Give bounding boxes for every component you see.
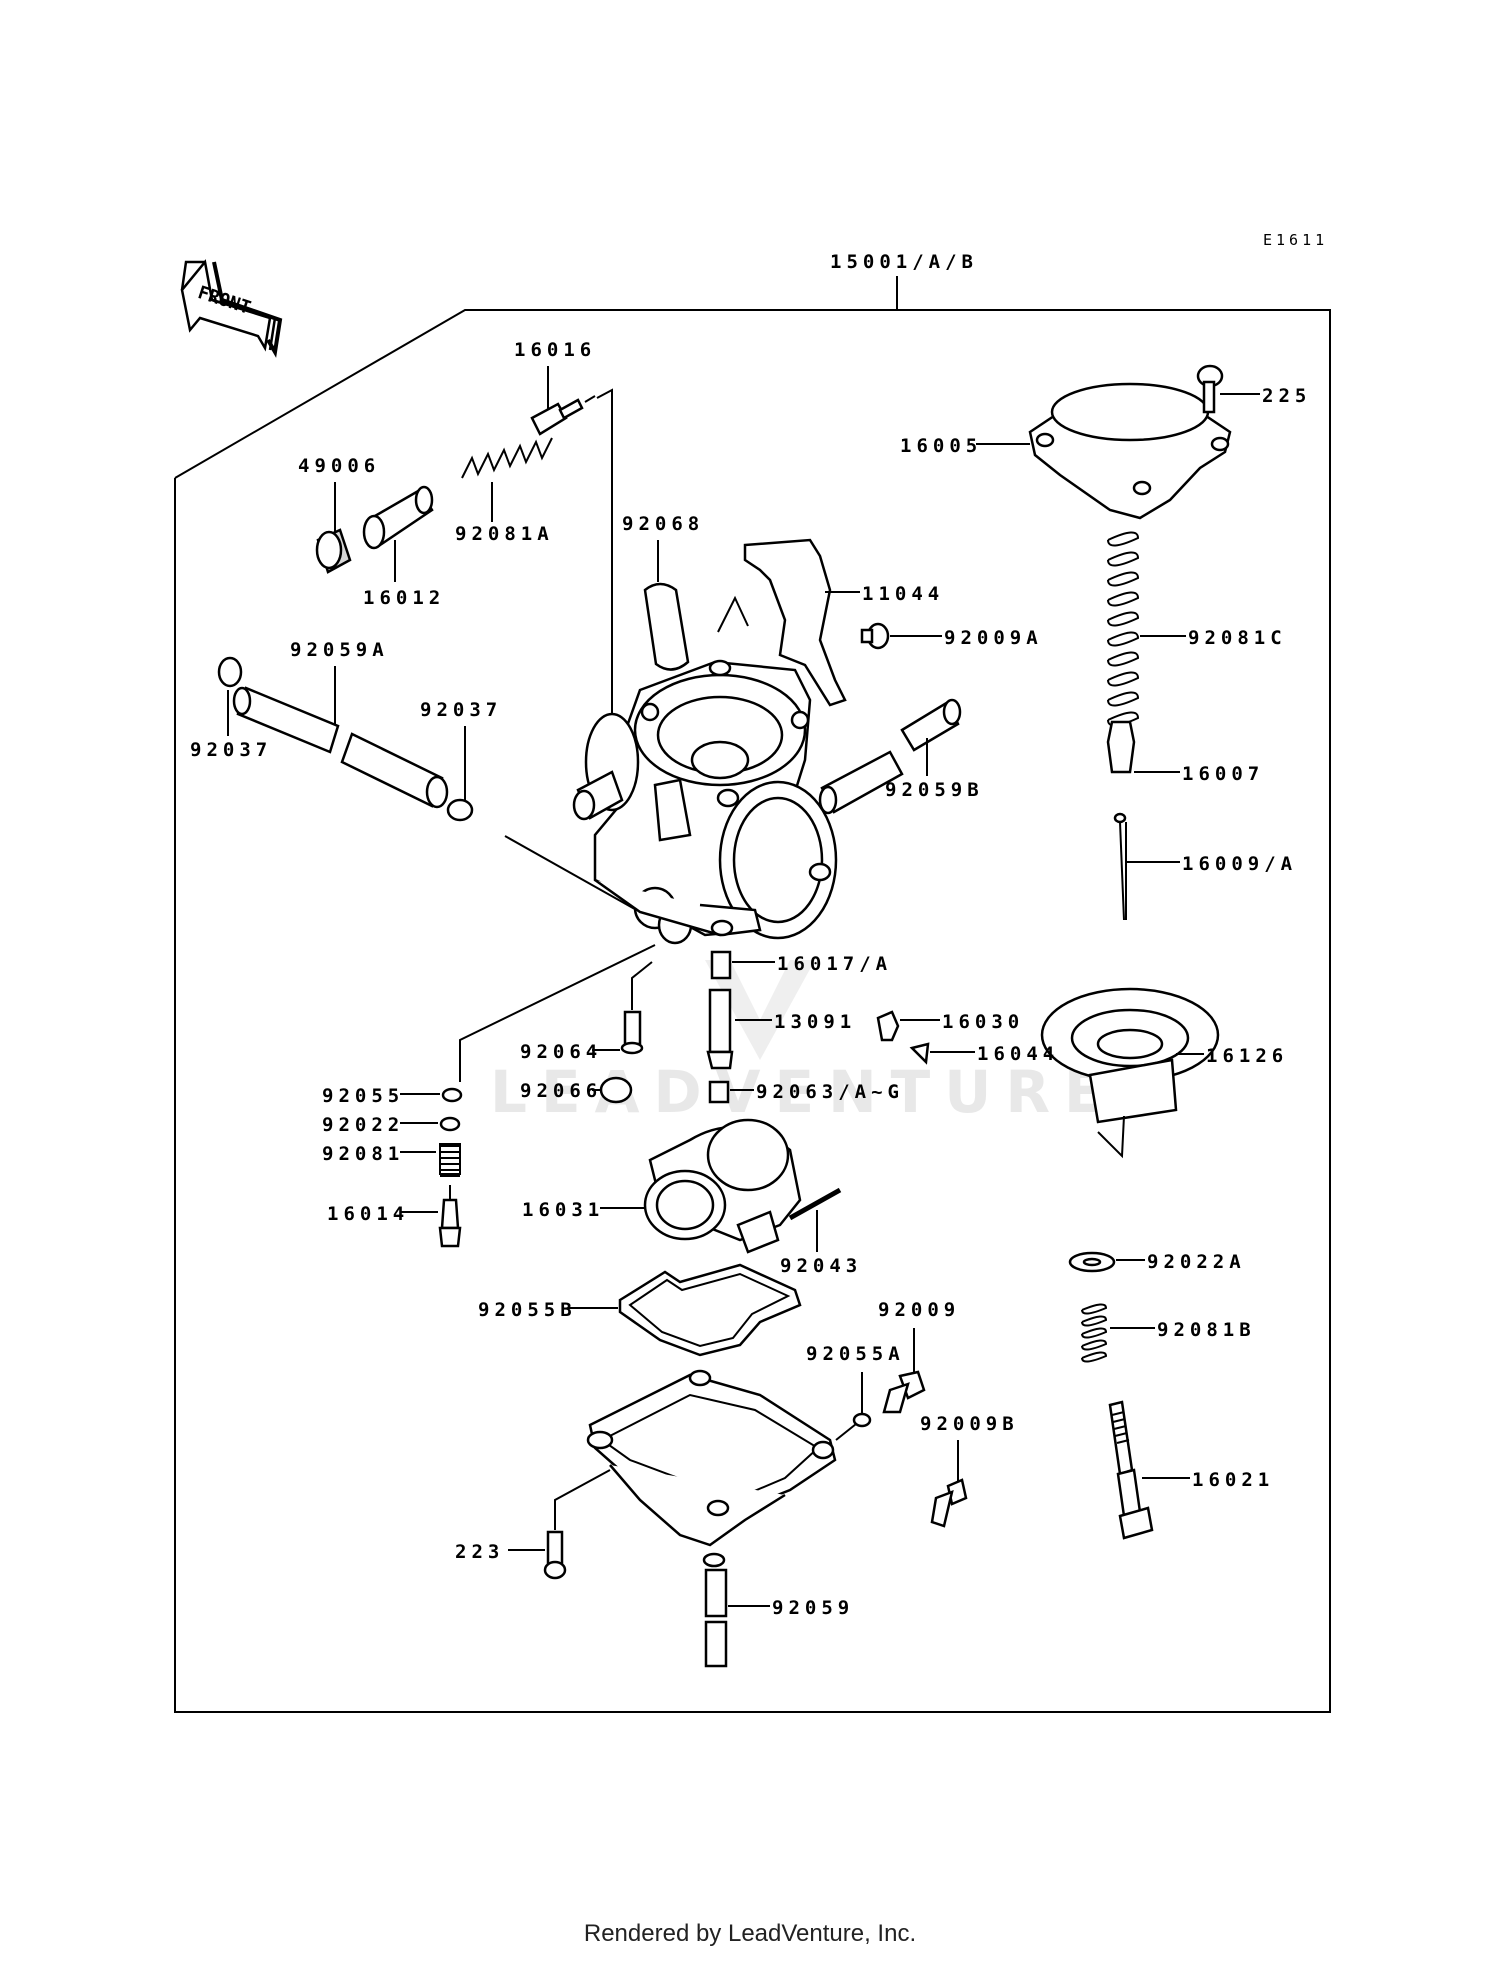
label-225: 225 [1262, 385, 1311, 407]
label-16009a: 16009/A [1182, 853, 1297, 875]
part-92063ag: 92063/A~G [708, 1080, 904, 1104]
label-223: 223 [455, 1541, 504, 1563]
label-11044: 11044 [862, 583, 944, 605]
part-92081c: 92081C [1107, 531, 1287, 727]
part-16007: 16007 [1106, 720, 1264, 785]
label-92059: 92059 [772, 1597, 854, 1619]
part-49006: 49006 [298, 455, 380, 574]
label-92063ag: 92063/A~G [756, 1081, 904, 1103]
label-92081c: 92081C [1188, 627, 1287, 649]
label-16016: 16016 [514, 339, 596, 361]
label-16031: 16031 [522, 1199, 604, 1221]
part-225: 225 [1196, 364, 1311, 414]
part-92037-right: 92037 [420, 699, 502, 822]
label-49006: 49006 [298, 455, 380, 477]
part-92059: 92059 [704, 1568, 854, 1668]
part-16021: 16021 [1108, 1400, 1274, 1540]
label-16007: 16007 [1182, 763, 1264, 785]
front-arrow-icon: FRONT [180, 259, 283, 358]
label-13091: 13091 [774, 1011, 856, 1033]
part-92055a: 92055A [806, 1343, 905, 1441]
diagram-code: E1611 [1263, 231, 1328, 249]
label-92055: 92055 [322, 1085, 404, 1107]
watermark: LEADVENTURE [490, 960, 1118, 1126]
carburetor-body [504, 388, 838, 945]
part-92022a: 92022A [1068, 1251, 1246, 1273]
label-16017a: 16017/A [777, 953, 892, 975]
part-92043: 92043 [780, 1187, 862, 1277]
part-16014: 16014 [327, 1185, 462, 1248]
label-16014: 16014 [327, 1203, 409, 1225]
footer-credit: Rendered by LeadVenture, Inc. [583, 1920, 917, 1947]
label-92066: 92066 [520, 1080, 602, 1102]
assembly-frame [174, 309, 1331, 1713]
part-11044: 11044 [717, 538, 944, 707]
part-92055b: 92055B [478, 1263, 802, 1357]
part-92081a: 92081A [455, 437, 554, 545]
label-92064: 92064 [520, 1041, 602, 1063]
label-92068: 92068 [622, 513, 704, 535]
label-92055b: 92055B [478, 1299, 577, 1321]
assembly-label: 15001/A/B [830, 251, 978, 273]
part-92022: 92022 [322, 1114, 461, 1136]
part-13091: 13091 [706, 988, 856, 1070]
label-16021: 16021 [1192, 1469, 1274, 1491]
part-16009a: 16009/A [1113, 812, 1297, 921]
part-92055: 92055 [322, 944, 656, 1107]
label-92081b: 92081B [1157, 1319, 1256, 1341]
label-92037-right: 92037 [420, 699, 502, 721]
part-16016: 16016 [514, 339, 596, 436]
part-92081b: 92081B [1081, 1303, 1256, 1363]
part-92009b: 92009B [920, 1413, 1019, 1528]
part-16030: 16030 [876, 1010, 1024, 1042]
part-92009: 92009 [878, 1299, 960, 1414]
label-92009b: 92009B [920, 1413, 1019, 1435]
part-16005: 16005 [900, 382, 1232, 520]
part-92068: 92068 [622, 513, 704, 671]
part-16017a: 16017/A [710, 950, 892, 980]
label-92043: 92043 [780, 1255, 862, 1277]
part-92064: 92064 [520, 961, 653, 1063]
part-16012: 16012 [362, 485, 445, 609]
label-92055a: 92055A [806, 1343, 905, 1365]
label-16030: 16030 [942, 1011, 1024, 1033]
label-92009a: 92009A [944, 627, 1043, 649]
part-92059a: 92059A [232, 639, 449, 809]
part-92059b: 92059B [818, 698, 984, 815]
label-16126: 16126 [1206, 1045, 1288, 1067]
label-92022: 92022 [322, 1114, 404, 1136]
part-16031: 16031 [522, 1118, 802, 1254]
label-92081: 92081 [322, 1143, 404, 1165]
label-92022a: 92022A [1147, 1251, 1246, 1273]
label-92081a: 92081A [455, 523, 554, 545]
label-92059b: 92059B [885, 779, 984, 801]
part-float-bowl [554, 1369, 837, 1568]
part-16044: 16044 [909, 1042, 1059, 1065]
part-92037-left: 92037 [190, 656, 272, 761]
part-16126: 16126 [1040, 987, 1288, 1159]
label-92009: 92009 [878, 1299, 960, 1321]
part-92066: 92066 [520, 1076, 633, 1104]
label-92059a: 92059A [290, 639, 389, 661]
label-16005: 16005 [900, 435, 982, 457]
part-223: 223 [455, 1530, 567, 1580]
label-92037-left: 92037 [190, 739, 272, 761]
part-92081: 92081 [322, 1143, 461, 1177]
part-92009a: 92009A [860, 622, 1043, 650]
label-16044: 16044 [977, 1043, 1059, 1065]
label-16012: 16012 [363, 587, 445, 609]
watermark-text: LEADVENTURE [490, 1058, 1118, 1126]
